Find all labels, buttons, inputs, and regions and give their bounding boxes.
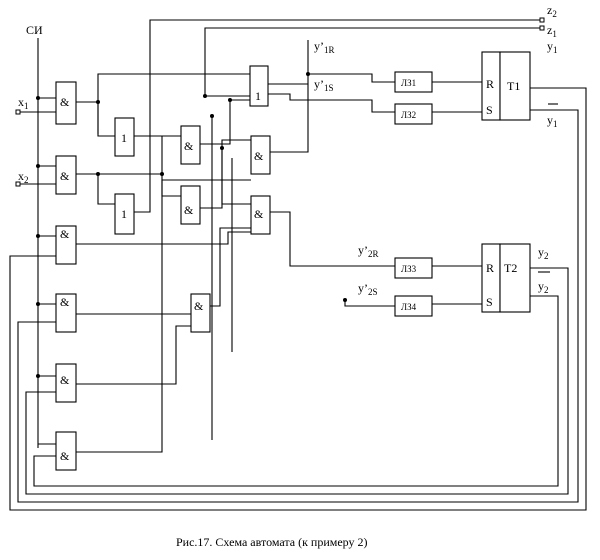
and-gate-a1: & [55,81,77,125]
y2-label: y2 [538,245,549,261]
junction-dots [36,72,347,378]
svg-text:&: & [184,203,194,217]
y1S-label: y’1S [314,77,334,93]
and-gate-m1: & [180,125,201,165]
svg-text:1: 1 [255,89,261,103]
delay-lz4: ЛЗ4 [394,295,433,317]
or-gate-2: 1 [114,193,135,235]
and-gate-a3: & [55,225,77,265]
svg-text:T1: T1 [507,79,520,93]
svg-text:&: & [254,207,264,221]
svg-text:T2: T2 [504,261,517,275]
figure-caption: Рис.17. Схема автомата (к примеру 2) [176,535,368,549]
y2S-label: y’2S [358,281,378,297]
wires [9,19,587,511]
y2R-label: y’2R [358,243,379,259]
signal-labels: СИ x1 x2 z2 z1 y1 y1 y2 y2 y’1R y’1S y’2… [18,3,558,297]
or-gate-3: 1 [249,65,269,107]
and-gate-r1: & [250,135,271,175]
svg-text:&: & [60,95,70,109]
svg-text:&: & [60,449,70,463]
svg-text:S: S [486,295,493,309]
x2-label: x2 [18,169,29,185]
and-gate-a2: & [55,155,77,195]
svg-text:ЛЗ4: ЛЗ4 [401,302,417,312]
z1-output-pin [539,25,545,31]
svg-text:S: S [486,103,493,117]
x2-input-pin [15,181,21,187]
svg-text:&: & [254,149,264,163]
trigger-t2: R S T2 [481,243,531,313]
svg-text:ЛЗ2: ЛЗ2 [401,110,416,120]
and-gate-a4: & [55,293,77,333]
and-gate-m3: & [190,293,211,333]
svg-text:&: & [194,299,204,313]
y1R-label: y’1R [314,39,335,55]
or-gate-1: 1 [114,117,135,157]
delay-lz2: ЛЗ2 [394,103,433,125]
clock-label: СИ [26,23,43,37]
trigger-t1: R S T1 [481,51,531,121]
y1-inverse-label: y1 [547,113,558,129]
svg-text:1: 1 [121,131,127,145]
and-gate-a5: & [55,363,77,403]
svg-text:&: & [60,295,70,309]
z2-output-pin [539,17,545,23]
delay-lz1: ЛЗ1 [394,71,433,93]
svg-text:R: R [486,77,494,91]
svg-text:&: & [60,227,70,241]
svg-text:&: & [184,139,194,153]
svg-text:1: 1 [121,207,127,221]
y2-inverse-label: y2 [538,279,549,295]
x1-label: x1 [18,95,29,111]
and-gate-a6: & [55,431,77,471]
y1-label: y1 [547,39,558,55]
and-gate-r2: & [250,195,271,235]
and-gate-m2: & [180,185,201,225]
svg-text:&: & [60,169,70,183]
svg-text:ЛЗ1: ЛЗ1 [401,78,416,88]
svg-text:R: R [486,261,494,275]
svg-text:ЛЗ3: ЛЗ3 [401,264,417,274]
z1-label: z1 [547,23,557,39]
x1-input-pin [15,109,21,115]
z2-label: z2 [547,3,557,19]
svg-text:&: & [60,373,70,387]
delay-lz3: ЛЗ3 [394,257,433,279]
